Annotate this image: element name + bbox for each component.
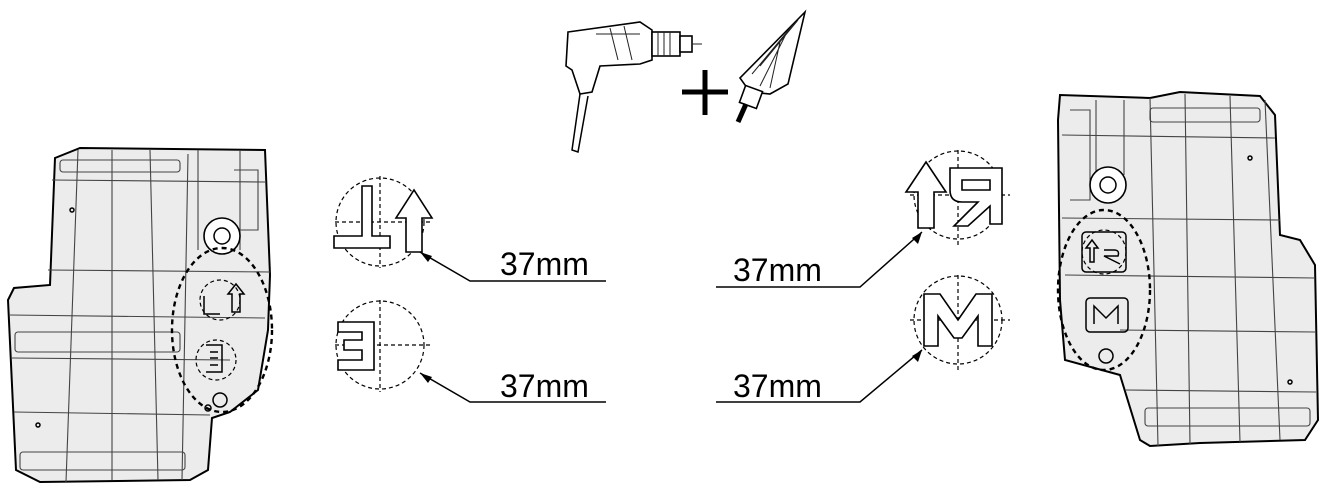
left-underbody-panel: [6, 146, 274, 484]
dimension-label-left-top: 37mm: [500, 246, 589, 282]
dimension-label-right-bottom: 37mm: [733, 368, 822, 404]
right-underbody-panel: [1056, 90, 1320, 448]
dimension-label-left-bottom: 37mm: [500, 368, 589, 404]
symbol-detail-left-top: [333, 176, 434, 268]
plus-icon: [682, 70, 728, 115]
step-drill-bit-icon: [735, 9, 807, 124]
leader-lines: [419, 231, 923, 403]
drill-icon: [565, 21, 702, 153]
dimension-label-right-top: 37mm: [733, 252, 822, 288]
symbol-detail-right-top: [904, 150, 1010, 245]
symbol-detail-right-bottom: [910, 275, 1010, 370]
symbol-detail-left-bottom: [335, 300, 430, 392]
